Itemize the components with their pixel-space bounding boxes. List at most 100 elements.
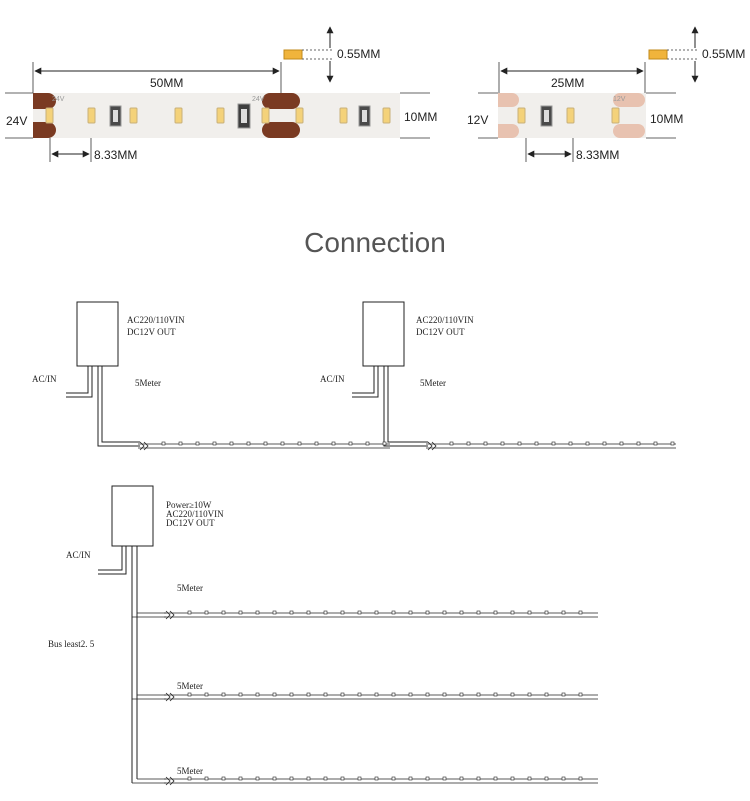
strip-segment	[164, 692, 598, 702]
led-mark	[340, 776, 345, 781]
led-mark	[348, 441, 353, 446]
led-mark	[204, 692, 209, 697]
led-mark	[357, 610, 362, 615]
led-mark	[331, 441, 336, 446]
strip-segment	[426, 441, 676, 451]
led-mark	[306, 776, 311, 781]
resistor-chips	[540, 105, 553, 127]
led-mark	[517, 441, 522, 446]
led-mark	[408, 776, 413, 781]
led-strip-run	[138, 441, 676, 451]
led-mark	[670, 441, 675, 446]
led-mark	[255, 610, 260, 615]
psu-spec-line: DC12V OUT	[127, 327, 176, 337]
led-mark	[280, 441, 285, 446]
led-mark	[442, 610, 447, 615]
led-strip-run	[132, 610, 598, 786]
led-mark	[255, 692, 260, 697]
solder-pad	[498, 93, 519, 107]
led-mark	[238, 610, 243, 615]
led-mark	[272, 610, 277, 615]
connection-diagram-1: AC220/110VIN DC12V OUT AC/IN 5Meter AC22…	[32, 301, 676, 451]
strip-24v-voltage-label: 24V	[6, 114, 27, 128]
connector-icon	[165, 692, 175, 702]
led-mark	[493, 692, 498, 697]
led-mark	[323, 692, 328, 697]
strip-length-label: 5Meter	[177, 583, 203, 593]
solder-pad	[262, 122, 300, 138]
solder-pad	[613, 93, 645, 107]
led-mark	[534, 441, 539, 446]
led-mark	[272, 692, 277, 697]
led-mark	[527, 776, 532, 781]
led-mark	[204, 610, 209, 615]
led-mark	[229, 441, 234, 446]
led-mark	[483, 441, 488, 446]
led-mark	[442, 776, 447, 781]
led-mark	[161, 441, 166, 446]
led-mark	[323, 610, 328, 615]
led-mark	[178, 441, 183, 446]
led-mark	[551, 441, 556, 446]
connector-icon	[165, 610, 175, 620]
led-mark	[476, 776, 481, 781]
psu-spec-line: AC220/110VIN	[166, 509, 224, 519]
led-mark	[272, 776, 277, 781]
led-mark	[306, 692, 311, 697]
led-mark	[187, 692, 192, 697]
led-mark	[544, 610, 549, 615]
led-mark	[374, 610, 379, 615]
led-mark	[544, 776, 549, 781]
led-mark	[195, 441, 200, 446]
strip-12v-length-label: 25MM	[551, 76, 584, 90]
strip-length-label: 5Meter	[177, 766, 203, 776]
psu-spec-line: DC12V OUT	[166, 518, 215, 528]
led-mark	[510, 776, 515, 781]
strip-12v-width-label: 10MM	[650, 112, 683, 126]
led-mark	[187, 610, 192, 615]
led-mark	[391, 610, 396, 615]
led-mark	[510, 610, 515, 615]
psu-spec-line: Power≥10W	[166, 500, 212, 510]
ac-input-label: AC/IN	[66, 550, 91, 560]
led-mark	[510, 692, 515, 697]
resistor-chips	[109, 103, 371, 129]
led-mark	[425, 692, 430, 697]
led-mark	[449, 441, 454, 446]
power-supply-box	[362, 301, 405, 367]
strip-24v-pitch-label: 8.33MM	[94, 148, 137, 162]
section-title: Connection	[304, 227, 446, 258]
strip-segment	[164, 610, 598, 620]
power-supply-box	[76, 301, 119, 367]
led-mark	[459, 610, 464, 615]
led-mark	[493, 776, 498, 781]
led-mark	[365, 441, 370, 446]
led-mark	[340, 692, 345, 697]
led-mark	[527, 692, 532, 697]
led-mark	[391, 692, 396, 697]
strip-12v-voltage-label: 12V	[467, 113, 488, 127]
psu-spec-line: AC220/110VIN	[416, 315, 474, 325]
strip-length-label: 5Meter	[420, 378, 446, 388]
led-mark	[425, 776, 430, 781]
strip-24v-figure: 24V 24V 24V 10MM 50MM 8.33MM 0.55MM	[5, 26, 437, 162]
psu-spec-line: AC220/110VIN	[127, 315, 185, 325]
strip-24v-length-label: 50MM	[150, 76, 183, 90]
strip-24v-thickness-label: 0.55MM	[337, 47, 380, 61]
led-mark	[619, 441, 624, 446]
led-chips	[45, 107, 391, 124]
solder-pad	[33, 122, 56, 138]
led-mark	[636, 441, 641, 446]
solder-pad	[498, 124, 519, 138]
led-mark	[425, 610, 430, 615]
led-mark	[602, 441, 607, 446]
led-mark	[544, 692, 549, 697]
led-mark	[561, 610, 566, 615]
connector-icon	[139, 441, 149, 451]
led-mark	[585, 441, 590, 446]
thickness-sample	[648, 49, 668, 60]
led-chips	[517, 107, 620, 124]
strip-12v-pitch-label: 8.33MM	[576, 148, 619, 162]
solder-pad	[33, 93, 56, 109]
strip-12v-figure: 12V 12V 10MM 25MM 8.33MM 0.55MM	[467, 26, 745, 162]
